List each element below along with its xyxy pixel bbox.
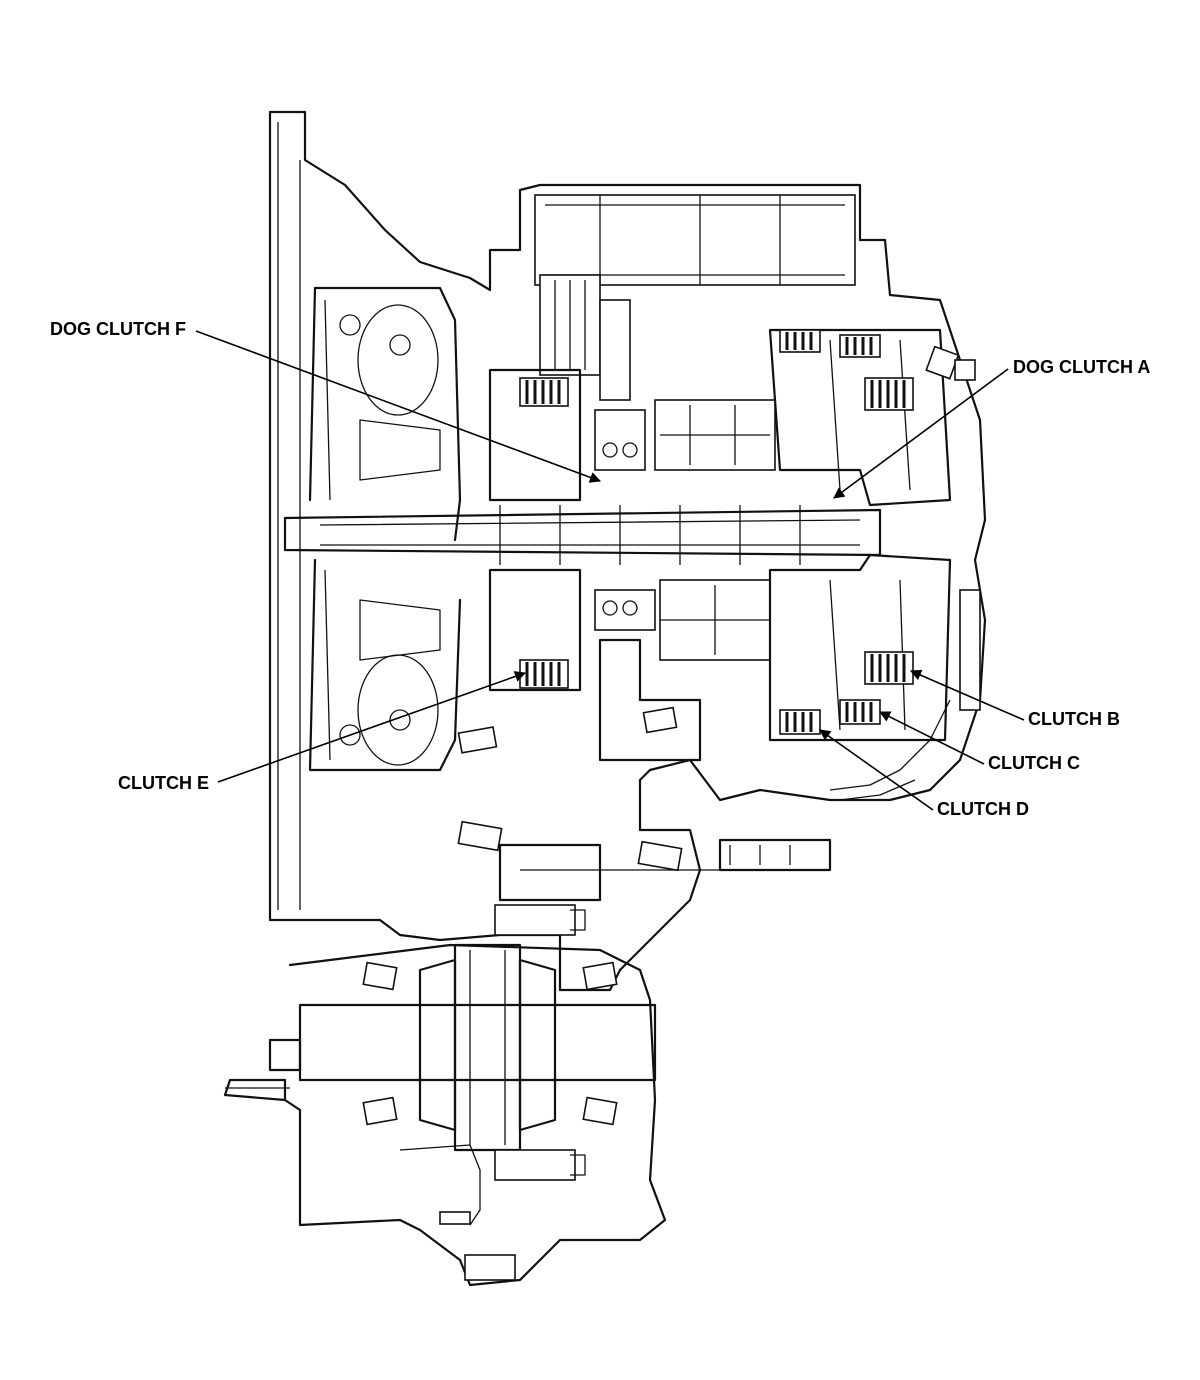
clutch-d-leader [819, 729, 934, 811]
dog-clutch-f-leader [195, 330, 602, 483]
countershaft [457, 820, 720, 902]
torque-converter [308, 286, 462, 772]
callout-clutch-e: CLUTCH E [118, 671, 527, 793]
clutch-pack-d [779, 709, 821, 735]
clutch-e-leader [217, 671, 527, 783]
clutch-pack-d-upper [779, 329, 821, 353]
dog-clutch-f-label: DOG CLUTCH F [50, 319, 186, 339]
clutch-pack-b-upper [864, 377, 914, 411]
callout-dog-clutch-a: DOG CLUTCH A [833, 357, 1150, 499]
clutch-pack-c [839, 699, 881, 725]
callout-clutch-b: CLUTCH B [909, 669, 1120, 729]
callout-clutch-d: CLUTCH D [819, 729, 1029, 819]
main-shaft [283, 505, 882, 565]
callout-dog-clutch-f: DOG CLUTCH F [50, 319, 602, 483]
clutch-b-leader [909, 669, 1025, 721]
clutch-d-label: CLUTCH D [937, 799, 1029, 819]
lower-gearset [457, 568, 771, 762]
right-clutch-area [768, 328, 981, 742]
clutch-pack-c-upper [839, 334, 881, 358]
differential [298, 904, 657, 1281]
clutch-c-label: CLUTCH C [988, 753, 1080, 773]
upper-gearset [488, 194, 856, 502]
transmission-housing [223, 110, 987, 1287]
clutch-pack-e-upper [519, 377, 569, 407]
callout-clutch-c: CLUTCH C [878, 711, 1080, 773]
dog-clutch-a-label: DOG CLUTCH A [1013, 357, 1150, 377]
clutch-c-leader [878, 711, 985, 765]
clutch-e-label: CLUTCH E [118, 773, 209, 793]
clutch-pack-b [864, 651, 914, 685]
dog-clutch-a-leader [833, 368, 1009, 499]
clutch-pack-e [519, 659, 569, 689]
clutch-b-label: CLUTCH B [1028, 709, 1120, 729]
